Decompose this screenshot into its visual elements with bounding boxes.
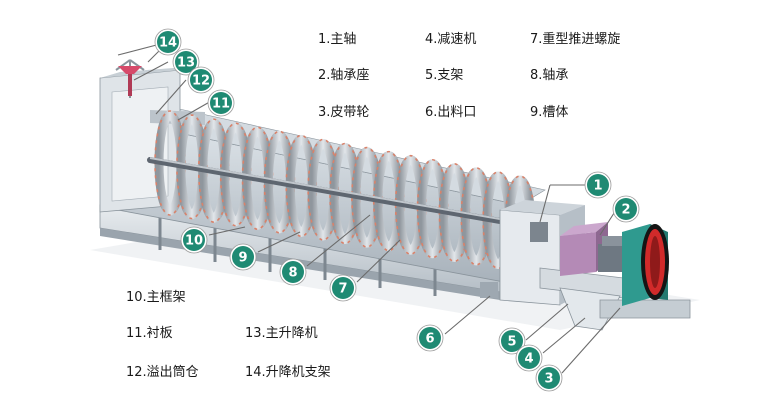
callout-number: 4 — [524, 352, 533, 367]
leader-lines — [117, 41, 621, 374]
callout-14: 14 — [154, 28, 182, 56]
callout-8: 8 — [279, 258, 307, 286]
callout-number: 8 — [288, 266, 297, 281]
callout-11: 11 — [207, 89, 235, 117]
callout-number: 6 — [425, 332, 434, 347]
callout-number: 11 — [212, 97, 230, 112]
callout-6: 6 — [416, 324, 444, 352]
legend-item-9: 9.槽体 — [530, 105, 569, 120]
callout-5: 5 — [498, 327, 526, 355]
legend-item-12: 12.溢出筒仓 — [126, 365, 199, 380]
legend-item-2: 2.轴承座 — [318, 68, 370, 83]
legend-item-4: 4.减速机 — [425, 32, 477, 47]
bearing-block — [530, 222, 548, 242]
legend-item-14: 14.升降机支架 — [245, 365, 331, 380]
legend-item-10: 10.主框架 — [126, 290, 186, 305]
main-lifter — [118, 66, 142, 96]
main-shaft — [147, 157, 543, 231]
callout-1: 1 — [584, 171, 612, 199]
callout-number: 2 — [621, 203, 630, 218]
legend-item-3: 3.皮带轮 — [318, 105, 370, 120]
callout-7: 7 — [329, 274, 357, 302]
legend-item-13: 13.主升降机 — [245, 326, 318, 341]
callout-number: 1 — [593, 179, 602, 194]
legend-item-11: 11.衬板 — [126, 326, 173, 341]
drive-belt — [641, 224, 669, 300]
callout-4: 4 — [515, 344, 543, 372]
callout-number: 9 — [238, 251, 247, 266]
callout-number: 10 — [185, 234, 203, 249]
callout-9: 9 — [229, 243, 257, 271]
callout-3: 3 — [535, 364, 563, 392]
callout-number: 12 — [192, 74, 210, 89]
legend-item-7: 7.重型推进螺旋 — [530, 32, 621, 47]
legend-item-1: 1.主轴 — [318, 32, 357, 47]
callout-13: 13 — [172, 48, 200, 76]
legend-item-6: 6.出料口 — [425, 105, 477, 120]
callout-number: 14 — [159, 36, 177, 51]
callout-2: 2 — [612, 195, 640, 223]
callout-number: 3 — [544, 372, 553, 387]
discharge-outlet — [480, 282, 498, 298]
callout-12: 12 — [187, 66, 215, 94]
callout-10: 10 — [180, 226, 208, 254]
legend-item-5: 5.支架 — [425, 68, 464, 83]
legend-item-8: 8.轴承 — [530, 68, 569, 83]
callout-number: 13 — [177, 56, 195, 71]
bearing-seat — [598, 236, 626, 272]
callout-number: 5 — [507, 335, 516, 350]
callout-number: 7 — [338, 282, 347, 297]
